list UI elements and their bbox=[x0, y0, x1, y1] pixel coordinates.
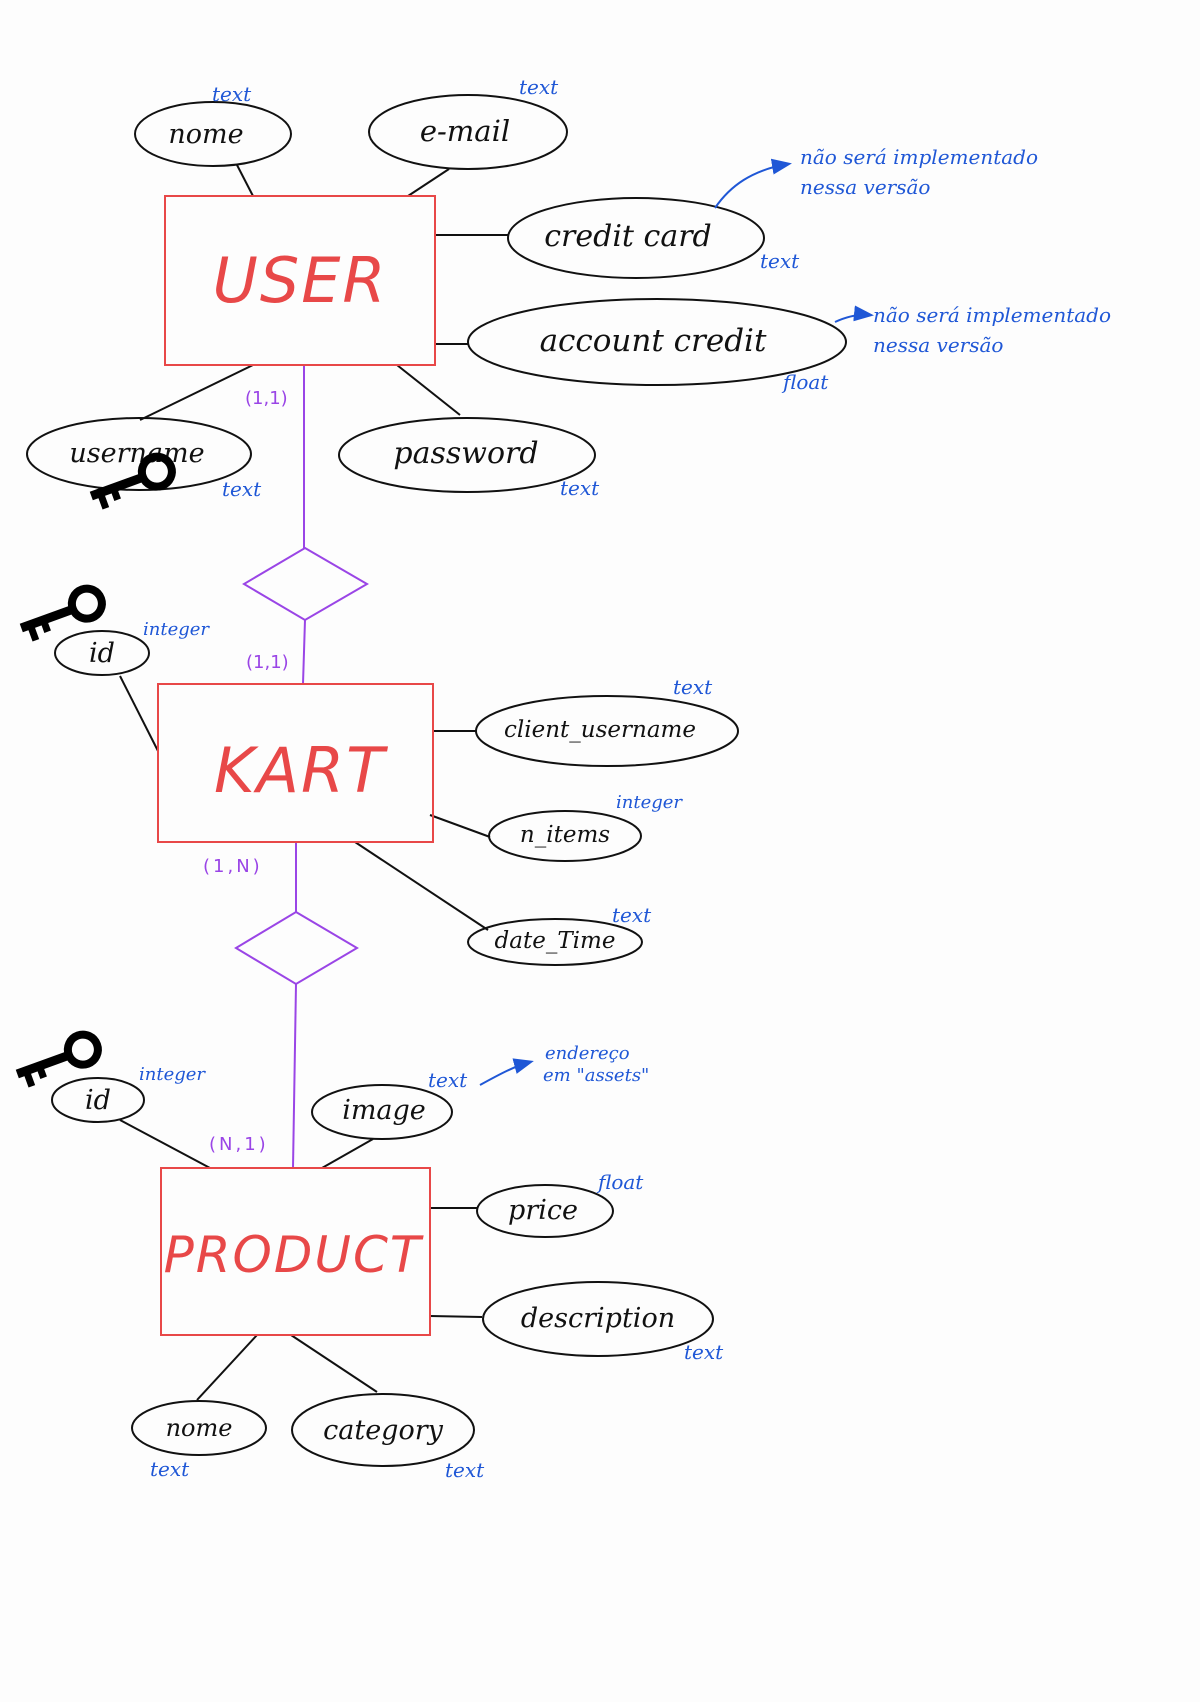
note-image: endereço em "assets" bbox=[479, 1043, 649, 1086]
type-product-category: text bbox=[445, 1458, 485, 1482]
entity-product: PRODUCT bbox=[160, 1167, 431, 1336]
attr-kart-date-time-ellipse bbox=[467, 918, 643, 966]
note-image-line1: endereço bbox=[545, 1043, 630, 1064]
note-account-credit-line1: não será implementado bbox=[873, 303, 1111, 327]
attr-user-nome-ellipse bbox=[134, 101, 292, 167]
attr-kart-id: id bbox=[89, 638, 115, 669]
attr-product-price: price bbox=[508, 1195, 578, 1226]
attr-product-description-ellipse bbox=[482, 1281, 714, 1357]
attr-user-username-ellipse bbox=[26, 417, 252, 491]
attr-product-id-ellipse bbox=[51, 1077, 145, 1123]
type-kart-n-items: integer bbox=[616, 792, 683, 813]
entity-kart-label: KART bbox=[214, 734, 388, 807]
type-annotations: text text text float text text integer t… bbox=[139, 75, 829, 1482]
attr-user-nome: nome bbox=[168, 119, 243, 150]
note-account-credit-line2: nessa versão bbox=[873, 333, 1003, 357]
relationship-diamond-user-kart bbox=[242, 546, 369, 622]
attr-product-id: id bbox=[85, 1085, 111, 1116]
attr-kart-client-username: client_username bbox=[504, 717, 696, 743]
attribute-labels: nome e-mail credit card account credit u… bbox=[69, 114, 767, 1446]
note-credit-card: não será implementado nessa versão bbox=[714, 145, 1038, 209]
attr-user-credit-card: credit card bbox=[544, 219, 712, 254]
type-user-nome: text bbox=[212, 82, 252, 106]
type-kart-date-time: text bbox=[612, 903, 652, 927]
note-account-credit: não será implementado nessa versão bbox=[834, 303, 1111, 357]
attr-product-nome-ellipse bbox=[131, 1400, 267, 1456]
type-product-nome: text bbox=[150, 1457, 190, 1481]
attr-user-account-credit: account credit bbox=[540, 323, 767, 359]
note-credit-card-line2: nessa versão bbox=[800, 175, 930, 199]
attr-user-username: username bbox=[69, 438, 204, 469]
attr-product-image-ellipse bbox=[311, 1084, 453, 1140]
attribute-ellipses bbox=[26, 94, 847, 1467]
attr-user-credit-card-ellipse bbox=[507, 197, 765, 279]
key-icon bbox=[15, 1030, 102, 1088]
attr-product-category-ellipse bbox=[291, 1393, 475, 1467]
type-product-price: float bbox=[596, 1170, 644, 1194]
entity-product-label: PRODUCT bbox=[164, 1226, 424, 1284]
type-product-id: integer bbox=[139, 1064, 206, 1085]
type-product-image: text bbox=[428, 1068, 468, 1092]
relationship-diamond-kart-product bbox=[234, 910, 359, 986]
relationships bbox=[234, 365, 369, 1169]
type-user-account-credit: float bbox=[781, 370, 829, 394]
entity-user: USER bbox=[164, 195, 436, 366]
note-image-line2: em "assets" bbox=[543, 1065, 649, 1086]
cardinality-user-side: (1,1) bbox=[245, 388, 288, 409]
attr-user-email-ellipse bbox=[368, 94, 568, 170]
type-kart-client-username: text bbox=[673, 675, 713, 699]
cardinality-kart-top: (1,1) bbox=[246, 652, 289, 673]
attr-kart-client-username-ellipse bbox=[475, 695, 739, 767]
entity-kart: KART bbox=[157, 683, 434, 843]
key-icon bbox=[89, 452, 176, 510]
attr-kart-date-time: date_Time bbox=[495, 928, 616, 954]
type-user-email: text bbox=[519, 75, 559, 99]
attribute-connectors bbox=[119, 164, 508, 1401]
note-credit-card-line1: não será implementado bbox=[800, 145, 1038, 169]
entity-user-label: USER bbox=[213, 244, 388, 317]
attr-product-image: image bbox=[342, 1095, 426, 1126]
cardinalities: (1,1) (1,1) (1,N) (N,1) bbox=[203, 388, 289, 1155]
cardinality-kart-bottom: (1,N) bbox=[203, 856, 263, 877]
type-user-password: text bbox=[560, 476, 600, 500]
attr-product-description: description bbox=[521, 1303, 675, 1334]
cardinality-product-side: (N,1) bbox=[209, 1134, 269, 1155]
attr-user-account-credit-ellipse bbox=[467, 298, 847, 386]
attr-user-password-ellipse bbox=[338, 417, 596, 493]
type-product-description: text bbox=[684, 1340, 724, 1364]
attr-product-category: category bbox=[323, 1415, 443, 1446]
attr-kart-id-ellipse bbox=[54, 630, 150, 676]
attr-kart-n-items: n_items bbox=[520, 822, 610, 848]
attr-kart-n-items-ellipse bbox=[488, 810, 642, 862]
key-icon bbox=[19, 584, 106, 642]
type-kart-id: integer bbox=[143, 619, 210, 640]
attr-user-password: password bbox=[393, 436, 538, 471]
attr-product-nome: nome bbox=[166, 1414, 233, 1442]
type-user-username: text bbox=[222, 477, 262, 501]
attr-product-price-ellipse bbox=[476, 1184, 614, 1238]
attr-user-email: e-mail bbox=[420, 114, 510, 148]
type-user-credit-card: text bbox=[760, 249, 800, 273]
